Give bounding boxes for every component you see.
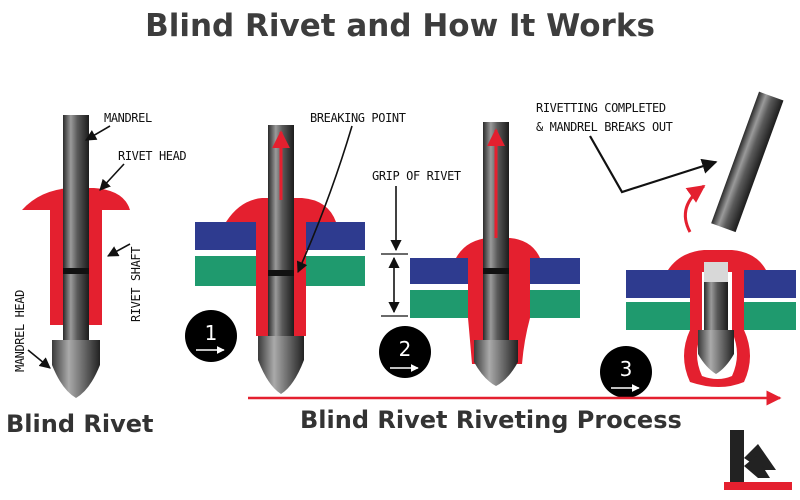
breaking-point-pointer [296,125,353,274]
rivet-hollow-top [704,262,728,282]
step-2-number: 2 [399,337,412,361]
label-mandrel: MANDREL [104,111,152,125]
label-completed-line1: RIVETTING COMPLETED [536,101,666,115]
rivet-head-pointer [99,163,125,191]
mandrel-pointer [85,125,111,141]
page-title: Blind Rivet and How It Works [145,8,655,44]
step-1-number: 1 [205,321,218,345]
label-completed-line2: & MANDREL BREAKS OUT [536,120,673,134]
mandrel-head-pointer [27,349,51,369]
step-2-figure: GRIP OF RIVET 2 [372,122,580,386]
step-3-figure: RIVETTING COMPLETED & MANDREL BREAKS OUT… [536,91,796,398]
mandrel-head [698,330,734,374]
label-grip-of-rivet: GRIP OF RIVET [372,169,461,183]
label-breaking-point: BREAKING POINT [310,111,406,125]
step-3-number: 3 [620,357,633,381]
mandrel-stub [704,282,728,332]
rivet-head [668,250,766,270]
blind-rivet-figure: MANDREL RIVET HEAD RIVET SHAFT MANDREL H… [13,111,187,398]
rivet-shaft-pointer [107,243,131,257]
mandrel [63,115,89,360]
mandrel-head [474,340,518,386]
broken-mandrel [711,91,784,233]
breaking-point-mark [63,268,89,274]
mandrel-head [52,340,100,398]
label-rivet-shaft: RIVET SHAFT [129,247,143,322]
break-out-arrow [683,184,706,233]
caption-blind-rivet: Blind Rivet [6,410,153,438]
breaking-point-mark [268,270,294,276]
mandrel-head [258,336,304,394]
breaking-point-mark [483,268,509,274]
label-mandrel-head: MANDREL HEAD [13,290,27,372]
caption-process: Blind Rivet Riveting Process [300,406,682,434]
label-rivet-head: RIVET HEAD [118,149,186,163]
brand-logo [724,430,792,490]
mandrel-breaks-pointer [589,135,718,194]
step-1-figure: BREAKING POINT 1 [185,111,406,394]
